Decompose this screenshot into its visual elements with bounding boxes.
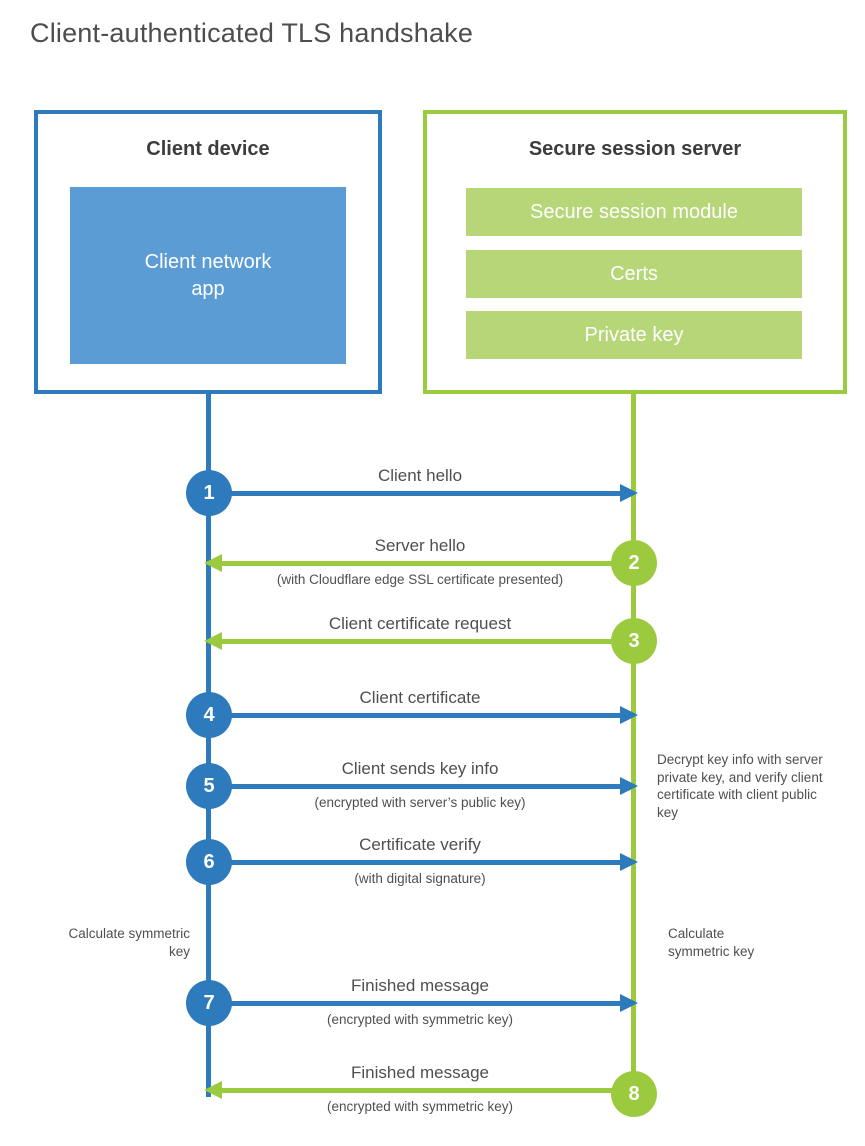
secure-session-server-box: Secure session server Secure session mod… (423, 110, 847, 394)
step-7-sublabel: (encrypted with symmetric key) (326, 1012, 514, 1027)
step-5-label: Client sends key info (341, 759, 499, 778)
step-6-sublabel: (with digital signature) (354, 871, 486, 886)
step-2-sublabel: (with Cloudflare edge SSL certificate pr… (276, 572, 564, 587)
arrowhead-right-icon (620, 484, 638, 502)
step-2-number: 2 (628, 551, 640, 574)
step-5-sublabel: (encrypted with server’s public key) (314, 795, 526, 810)
step-4-circle: 4 (186, 692, 232, 738)
annotation-decrypt-note: Decrypt key info with server private key… (657, 752, 823, 820)
client-lifeline (206, 392, 211, 1097)
step-8-label: Finished message (351, 1063, 489, 1082)
annotation-calculate-symmetric-key-right: Calculate symmetric key (668, 926, 755, 959)
step-8-sublabel: (encrypted with symmetric key) (326, 1099, 514, 1114)
step-5-circle: 5 (186, 763, 232, 809)
client-device-title: Client device (146, 138, 270, 160)
arrow-step-3 (222, 639, 634, 644)
arrow-step-2 (222, 561, 634, 566)
step-1-number: 1 (203, 481, 215, 504)
arrowhead-left-icon (204, 554, 222, 572)
client-network-app-label: Client network app (144, 250, 272, 300)
arrowhead-right-icon (620, 706, 638, 724)
step-4-number: 4 (203, 703, 215, 726)
step-1-label: Client hello (377, 466, 463, 485)
step-2-circle: 2 (611, 540, 657, 586)
step-5-number: 5 (203, 774, 215, 797)
step-4-label: Client certificate (359, 688, 481, 707)
client-device-box: Client device Client network app (34, 110, 382, 394)
step-3-circle: 3 (611, 618, 657, 664)
step-6-number: 6 (203, 850, 215, 873)
server-module-bar: Certs (466, 250, 802, 298)
arrowhead-left-icon (204, 632, 222, 650)
step-7-label: Finished message (351, 976, 489, 995)
secure-session-server-title: Secure session server (528, 138, 742, 160)
arrow-step-1 (209, 491, 622, 496)
arrowhead-right-icon (620, 853, 638, 871)
step-6-label: Certificate verify (359, 835, 481, 854)
step-6-circle: 6 (186, 839, 232, 885)
server-lifeline (631, 392, 636, 1094)
arrow-step-8 (222, 1088, 634, 1093)
step-3-number: 3 (628, 629, 640, 652)
server-module-bar: Secure session module (466, 188, 802, 236)
arrow-step-5 (209, 784, 622, 789)
annotation-calculate-symmetric-key-left: Calculate symmetric key (68, 926, 190, 959)
client-network-app-box: Client network app (70, 187, 346, 364)
arrow-step-6 (209, 860, 622, 865)
server-module-bar: Private key (466, 311, 802, 359)
step-7-circle: 7 (186, 980, 232, 1026)
step-3-label: Client certificate request (328, 614, 512, 633)
arrowhead-left-icon (204, 1081, 222, 1099)
arrowhead-right-icon (620, 994, 638, 1012)
step-8-circle: 8 (611, 1071, 657, 1117)
arrowhead-right-icon (620, 777, 638, 795)
step-8-number: 8 (628, 1082, 640, 1105)
step-1-circle: 1 (186, 470, 232, 516)
arrow-step-7 (209, 1001, 622, 1006)
step-2-label: Server hello (374, 536, 466, 555)
step-7-number: 7 (203, 991, 215, 1014)
arrow-step-4 (209, 713, 622, 718)
page-title: Client-authenticated TLS handshake (30, 18, 474, 48)
